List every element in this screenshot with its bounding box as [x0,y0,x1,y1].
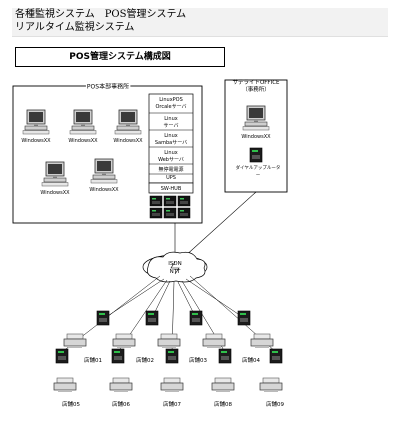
printer-icon [109,377,133,393]
printer-icon [211,377,235,393]
printer-icon [250,333,274,349]
terminal-icon [237,310,251,326]
terminal-icon [269,348,283,364]
terminal-icon [96,310,110,326]
printer-icon [157,333,181,349]
printer-icon [53,377,77,393]
router-label-2: ー [256,173,261,178]
header-title-line2: リアルタイム監視システム [15,22,135,33]
terminal-icon [111,348,125,364]
server-label: SW-HUB [161,186,182,192]
pc-label: WindowsXX [68,138,98,144]
pc-icon [242,105,270,131]
satellite-isdn-link [182,191,257,259]
store-label: 店舗03 [189,356,207,364]
pc-icon [22,109,50,135]
store-label: 店舗06 [112,400,130,408]
store-label: 店舗02 [136,356,154,364]
server-label: Webサーバ [158,157,184,163]
hq-office-label: POS本部事務所 [87,83,129,91]
terminal-icon [55,348,69,364]
satellite-office-box [224,79,288,193]
pc-label: WindowsXX [40,190,70,196]
page-header: 各種監視システム POS管理システム リアルタイム監視システム [12,8,388,37]
printer-icon [63,333,87,349]
server-label: Linux [164,133,178,139]
store-label: 店舗09 [266,400,284,408]
terminal-icon [218,348,232,364]
pc-icon [41,161,69,187]
pc-label: WindowsXX [241,134,271,140]
pc-label: WindowsXX [89,187,119,193]
store-label: 店舗01 [84,356,102,364]
terminal-icon [165,348,179,364]
store-label: 店舗05 [62,400,80,408]
server-label: Linux [164,116,178,122]
server-label: サーバ [164,123,179,129]
printer-icon [259,377,283,393]
header-title-line1: 各種監視システム POS管理システム [15,9,187,20]
isdn-cloud-icon [142,251,208,283]
server-label: LinuxPOS [159,97,183,103]
printer-icon [202,333,226,349]
server-label: Orcaleサーバ [155,104,186,110]
ntt-label: NTT [170,269,181,275]
server-rack: LinuxPOS Orcaleサーバ Linux サーバ Linux Samba… [148,93,194,184]
router-label: ダイヤルアップルータ [236,164,281,171]
pc-icon [114,109,142,135]
diagram-title: POS管理システム構成図 [15,47,225,67]
isdn-label: ISDN [168,261,181,267]
router-icon [249,147,263,163]
printer-icon [160,377,184,393]
printer-icon [112,333,136,349]
store-label: 店舗07 [163,400,181,408]
server-label: Sambaサーバ [155,140,187,146]
server-label: 無停電電源 [158,166,183,173]
server-label: Linux [164,150,178,156]
store-label: 店舗08 [214,400,232,408]
terminal-icon [145,310,159,326]
pc-icon [90,158,118,184]
terminal-icon [189,310,203,326]
satellite-office-sublabel: （事務所） [242,85,270,93]
server-label: UPS [166,175,176,181]
pc-label: WindowsXX [21,138,51,144]
satellite-office-label: サテライトOFFICE [232,79,280,86]
store-label: 店舗04 [242,356,260,364]
pc-icon [69,109,97,135]
pc-label: WindowsXX [113,138,143,144]
